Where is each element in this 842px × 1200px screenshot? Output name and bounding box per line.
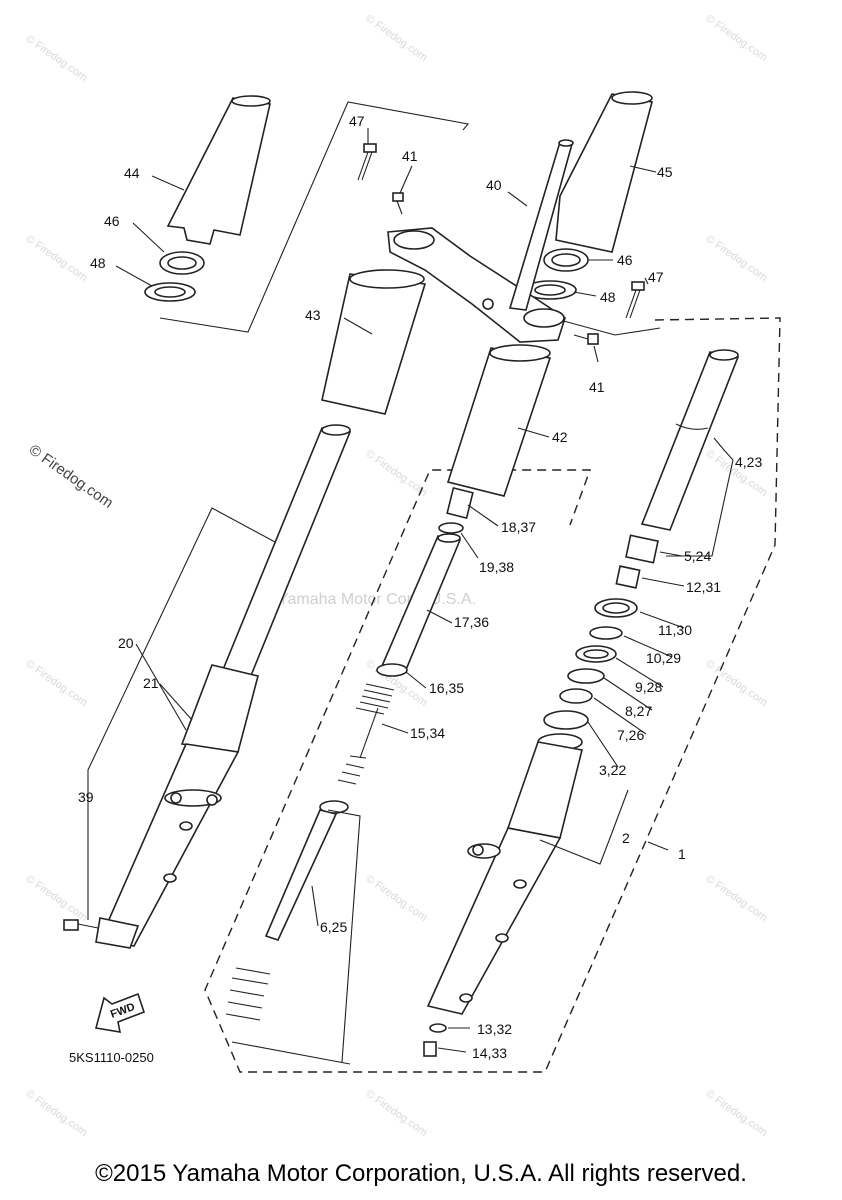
part-label: 43 xyxy=(305,307,321,323)
part-label: 40 xyxy=(486,177,502,193)
part-label: 18,37 xyxy=(501,519,536,535)
handlebar-cover-left xyxy=(166,95,271,245)
part-label: 16,35 xyxy=(429,680,464,696)
leader-lines xyxy=(87,128,734,1065)
watermark: © Firedog.com xyxy=(363,448,429,499)
watermark: © Firedog.com xyxy=(703,13,769,64)
watermark: © Firedog.com xyxy=(703,1088,769,1139)
bolt-41-top xyxy=(392,192,404,215)
part-label: 41 xyxy=(589,379,605,395)
part-label: 2 xyxy=(622,830,630,846)
ring-nut-left xyxy=(159,251,205,275)
slide-bushing-5 xyxy=(625,534,659,564)
part-label: 6,25 xyxy=(320,919,347,935)
oil-seal-3 xyxy=(543,710,589,730)
part-label: 41 xyxy=(402,148,418,164)
watermark-large: © Firedog.com xyxy=(26,441,117,511)
part-label: 48 xyxy=(90,255,106,271)
watermark: © Firedog.com xyxy=(23,233,89,284)
part-label: 4,23 xyxy=(735,454,762,470)
left-fork-assembly xyxy=(95,424,352,949)
watermarks: © Firedog.com © Firedog.com © Firedog.co… xyxy=(23,13,769,1139)
watermark: © Firedog.com xyxy=(23,33,89,84)
upper-bracket xyxy=(387,227,566,343)
bushing-7 xyxy=(559,688,593,704)
part-label: 8,27 xyxy=(625,703,652,719)
part-label: 1 xyxy=(678,846,686,862)
gasket-13 xyxy=(429,1023,447,1033)
part-label: 45 xyxy=(657,164,673,180)
washer-8 xyxy=(567,668,605,684)
handle-group-outline xyxy=(159,101,470,333)
part-label: 17,36 xyxy=(454,614,489,630)
bolt-41-right xyxy=(573,333,599,345)
bolt-47-left xyxy=(357,143,377,181)
part-label: 48 xyxy=(600,289,616,305)
watermark: © Firedog.com xyxy=(23,1088,89,1139)
spring-seat-18 xyxy=(446,486,474,520)
fork-spring-15 xyxy=(337,683,395,785)
oil-seal-9 xyxy=(575,645,617,663)
group-outlines xyxy=(159,101,781,1073)
watermark: © Firedog.com xyxy=(363,873,429,924)
slide-bushing-12 xyxy=(615,565,641,589)
handlebar-cover-right xyxy=(555,91,653,253)
fork-cover-42 xyxy=(446,344,552,497)
part-label: 5,24 xyxy=(684,548,711,564)
damper-rod-6 xyxy=(225,800,349,1021)
bolt-47-right xyxy=(625,281,645,319)
outer-fork-assembly-outline xyxy=(204,317,781,1073)
part-label: 19,38 xyxy=(479,559,514,575)
steering-stem xyxy=(508,139,574,311)
circlip-10 xyxy=(589,626,623,640)
watermark: © Firedog.com xyxy=(703,233,769,284)
part-label: 14,33 xyxy=(472,1045,507,1061)
washer-right xyxy=(523,280,577,300)
part-label: 10,29 xyxy=(646,650,681,666)
watermark: © Firedog.com xyxy=(23,658,89,709)
parts-diagram: © Firedog.com © Firedog.com © Firedog.co… xyxy=(23,13,781,1139)
part-label: 11,30 xyxy=(658,622,692,638)
dust-seal-11 xyxy=(594,598,638,618)
part-label: 7,26 xyxy=(617,727,644,743)
part-label: 44 xyxy=(124,165,140,181)
part-label: 42 xyxy=(552,429,568,445)
watermark: © Firedog.com xyxy=(363,1088,429,1139)
part-label: 20 xyxy=(118,635,134,651)
part-label: 21 xyxy=(143,675,159,691)
handle-group-outline-right xyxy=(559,319,661,336)
bolt-14 xyxy=(423,1041,437,1057)
washer-16 xyxy=(376,663,408,677)
watermark: © Firedog.com xyxy=(703,873,769,924)
part-labels: 44 46 48 47 41 40 45 46 48 47 41 43 42 1… xyxy=(69,113,762,1065)
watermark: © Firedog.com xyxy=(23,873,89,924)
part-label: 13,32 xyxy=(477,1021,512,1037)
fwd-arrow-icon: FWD xyxy=(95,992,146,1033)
watermark: © Firedog.com xyxy=(703,658,769,709)
bolt-39 xyxy=(63,919,99,931)
copyright-notice: ©2015 Yamaha Motor Corporation, U.S.A. A… xyxy=(95,1160,747,1187)
center-watermark: Yamaha Motor Corp, U.S.A. xyxy=(278,591,476,608)
inner-tube-4 xyxy=(640,349,740,531)
part-label: 15,34 xyxy=(410,725,445,741)
ring-nut-right xyxy=(543,248,589,272)
outer-tube-2 xyxy=(426,733,583,1015)
fork-cover-43 xyxy=(321,269,427,415)
part-label: 46 xyxy=(617,252,633,268)
o-ring-19 xyxy=(438,522,464,534)
part-label: 47 xyxy=(349,113,365,129)
part-label: 12,31 xyxy=(686,579,721,595)
part-label: 47 xyxy=(648,269,664,285)
washer-left xyxy=(144,282,196,302)
watermark: © Firedog.com xyxy=(363,13,429,64)
part-label: 9,28 xyxy=(635,679,662,695)
part-label: 46 xyxy=(104,213,120,229)
part-label: 3,22 xyxy=(599,762,626,778)
part-label: 39 xyxy=(78,789,94,805)
diagram-code: 5KS1110-0250 xyxy=(69,1050,154,1065)
